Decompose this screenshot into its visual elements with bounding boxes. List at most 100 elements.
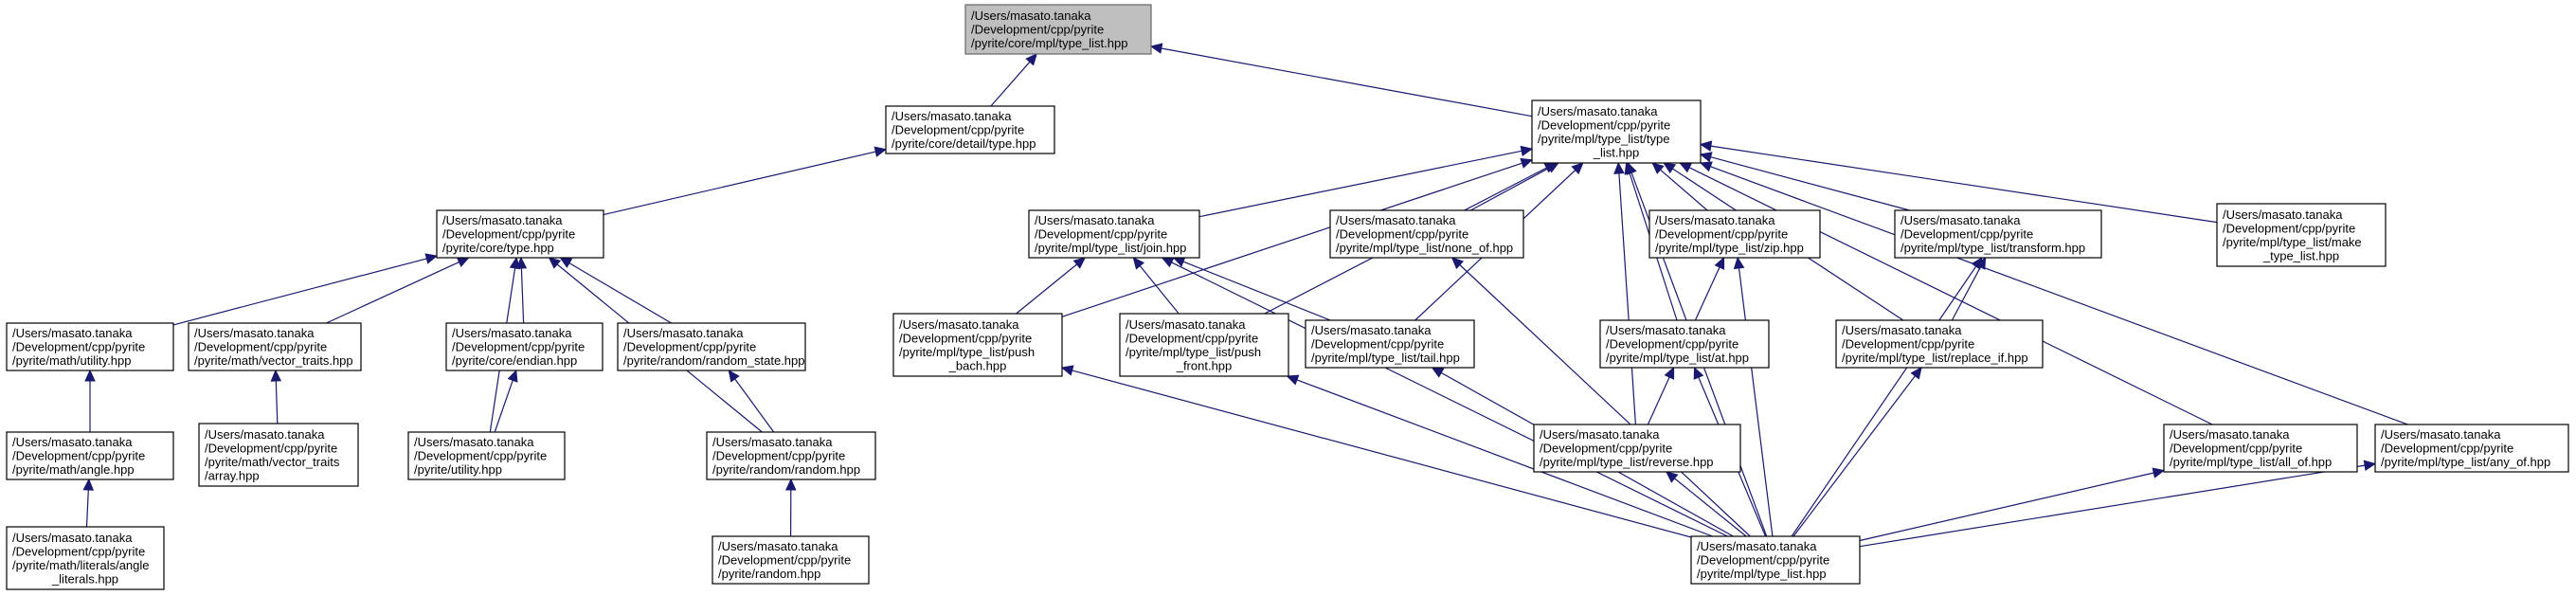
node-label-line: /Users/masato.tanaka <box>1900 213 2021 227</box>
node-push-front[interactable]: /Users/masato.tanaka/Development/cpp/pyr… <box>1119 313 1289 377</box>
node-label-line: /Development/cpp/pyrite <box>899 331 1032 345</box>
node-vt-array[interactable]: /Users/masato.tanaka/Development/cpp/pyr… <box>198 423 359 487</box>
node-join[interactable]: /Users/masato.tanaka/Development/cpp/pyr… <box>1028 209 1200 259</box>
edge-line <box>1710 145 2218 224</box>
edge-line <box>1647 376 1670 425</box>
arrowhead-icon <box>507 369 518 383</box>
edge-at-to-zip <box>1694 256 1725 321</box>
arrowhead-icon <box>1132 257 1145 270</box>
edge-line <box>1791 265 1977 537</box>
node-label-line: /pyrite/core/detail/type.hpp <box>892 136 1036 151</box>
arrowhead-icon <box>1699 161 1713 172</box>
node-label-line: /pyrite/random/random_state.hpp <box>623 353 805 368</box>
edge-mpl-type-list-to-none-of <box>1450 257 1751 537</box>
arrowhead-icon <box>84 369 96 382</box>
node-box <box>892 313 1063 377</box>
node-core-type[interactable]: /Users/masato.tanaka/Development/cpp/pyr… <box>436 209 604 259</box>
edge-line <box>1710 156 1910 211</box>
node-reverse[interactable]: /Users/masato.tanaka/Development/cpp/pyr… <box>1533 424 1741 473</box>
edge-core-type-to-detail-type <box>603 146 888 216</box>
node-core-type-list[interactable]: /Users/masato.tanaka/Development/cpp/pyr… <box>964 4 1152 55</box>
node-vector-traits[interactable]: /Users/masato.tanaka/Development/cpp/pyr… <box>188 322 362 371</box>
arrowhead-icon <box>1431 367 1445 378</box>
node-zip[interactable]: /Users/masato.tanaka/Development/cpp/pyr… <box>1648 209 1821 259</box>
node-box <box>2163 424 2358 473</box>
arrowhead-icon <box>270 369 282 382</box>
edge-push-bach-to-join <box>1016 257 1087 315</box>
node-label-line: /Development/cpp/pyrite <box>1035 227 1167 242</box>
node-endian[interactable]: /Users/masato.tanaka/Development/cpp/pyr… <box>445 322 603 371</box>
arrowhead-icon <box>2152 467 2166 479</box>
edge-mpl-type-list-to-zip <box>1733 256 1774 537</box>
edge-line <box>1161 47 1533 117</box>
edge-line <box>1660 169 1708 211</box>
node-label-line: /Development/cpp/pyrite <box>1900 227 2033 242</box>
node-pyrite-utility[interactable]: /Users/masato.tanaka/Development/cpp/pyr… <box>407 431 566 480</box>
node-random-random[interactable]: /Users/masato.tanaka/Development/cpp/pyr… <box>706 431 876 480</box>
node-label-line: /Development/cpp/pyrite <box>1655 227 1788 242</box>
node-box <box>2374 424 2569 473</box>
arrowhead-icon <box>874 146 888 157</box>
arrowhead-icon <box>1613 161 1625 174</box>
node-label-line: /Users/masato.tanaka <box>971 9 1091 23</box>
node-label-line: /Users/masato.tanaka <box>1697 539 1817 553</box>
edge-make-type-list-to-mpl-type-list-type-list <box>1699 140 2218 224</box>
node-tail[interactable]: /Users/masato.tanaka/Development/cpp/pyr… <box>1305 319 1475 369</box>
node-mpl-type-list-type-list[interactable]: /Users/masato.tanaka/Development/cpp/pyr… <box>1531 99 1702 164</box>
arrowhead-icon <box>785 478 797 491</box>
edge-detail-type-to-core-type-list <box>990 53 1037 107</box>
edge-transform-to-mpl-type-list-type-list <box>1699 152 1910 211</box>
edge-mpl-type-list-to-replace-if <box>1792 367 1922 537</box>
node-label-line: /Users/masato.tanaka <box>12 531 133 545</box>
node-label-line: /pyrite/mpl/type_list/zip.hpp <box>1655 241 1804 255</box>
arrowhead-icon <box>1520 157 1534 169</box>
node-label-line: /Development/cpp/pyrite <box>971 23 1104 37</box>
node-label-line: /Users/masato.tanaka <box>12 435 133 449</box>
node-label-line: /Users/masato.tanaka <box>1336 213 1456 227</box>
node-detail-type[interactable]: /Users/masato.tanaka/Development/cpp/pyr… <box>885 105 1055 154</box>
edge-mpl-type-list-to-all-of <box>1859 467 2166 542</box>
node-math-utility[interactable]: /Users/masato.tanaka/Development/cpp/pyr… <box>6 322 174 371</box>
node-random-state[interactable]: /Users/masato.tanaka/Development/cpp/pyr… <box>617 322 806 371</box>
node-box <box>1894 209 2102 259</box>
arrowhead-icon <box>1663 162 1677 174</box>
node-label-line: /Users/masato.tanaka <box>1540 427 1660 442</box>
edge-random-random-to-random-state <box>728 370 775 433</box>
node-box <box>1531 99 1702 164</box>
node-any-of[interactable]: /Users/masato.tanaka/Development/cpp/pyr… <box>2374 424 2569 473</box>
node-push-bach[interactable]: /Users/masato.tanaka/Development/cpp/pyr… <box>892 313 1063 377</box>
node-label-line: /pyrite/random.hpp <box>718 567 820 581</box>
node-label-line: _bach.hpp <box>948 358 1007 372</box>
edge-mpl-type-list-to-transform <box>1791 256 1983 537</box>
edge-mpl-type-list-to-push-front <box>1286 374 1713 537</box>
edge-line <box>603 151 876 216</box>
node-at[interactable]: /Users/masato.tanaka/Development/cpp/pyr… <box>1599 319 1770 369</box>
node-transform[interactable]: /Users/masato.tanaka/Development/cpp/pyr… <box>1894 209 2102 259</box>
node-pyrite-random[interactable]: /Users/masato.tanaka/Development/cpp/pyr… <box>712 535 870 585</box>
node-label-line: /pyrite/random/random.hpp <box>712 462 860 477</box>
node-label-line: /Users/masato.tanaka <box>205 427 325 442</box>
node-angle[interactable]: /Users/masato.tanaka/Development/cpp/pyr… <box>6 431 174 480</box>
node-label-line: /Users/masato.tanaka <box>414 435 534 449</box>
node-mpl-type-list[interactable]: /Users/masato.tanaka/Development/cpp/pyr… <box>1690 535 1861 585</box>
edge-any-of-to-mpl-type-list-type-list <box>1699 161 2408 425</box>
edge-join-to-mpl-type-list-type-list <box>1198 145 1534 218</box>
node-all-of[interactable]: /Users/masato.tanaka/Development/cpp/pyr… <box>2163 424 2358 473</box>
node-label-line: /array.hpp <box>205 468 260 482</box>
node-label-line: /Development/cpp/pyrite <box>892 123 1024 137</box>
node-label-line: /Users/masato.tanaka <box>1538 104 1658 118</box>
arrowhead-icon <box>1072 257 1087 269</box>
node-label-line: /pyrite/math/literals/angle <box>12 558 150 572</box>
arrowhead-icon <box>1699 140 1713 152</box>
node-make-type-list[interactable]: /Users/masato.tanaka/Development/cpp/pyr… <box>2216 203 2387 267</box>
node-none-of[interactable]: /Users/masato.tanaka/Development/cpp/pyr… <box>1329 209 1524 259</box>
node-label-line: _list.hpp <box>1593 145 1639 159</box>
node-label-line: /pyrite/mpl/type_list/at.hpp <box>1606 351 1749 365</box>
arrowhead-icon <box>728 370 740 383</box>
node-box <box>1329 209 1524 259</box>
node-label-line: /Users/masato.tanaka <box>712 435 833 449</box>
node-replace-if[interactable]: /Users/masato.tanaka/Development/cpp/pyr… <box>1835 319 2044 369</box>
node-box <box>1305 319 1475 369</box>
node-angle-literals[interactable]: /Users/masato.tanaka/Development/cpp/pyr… <box>6 526 165 590</box>
